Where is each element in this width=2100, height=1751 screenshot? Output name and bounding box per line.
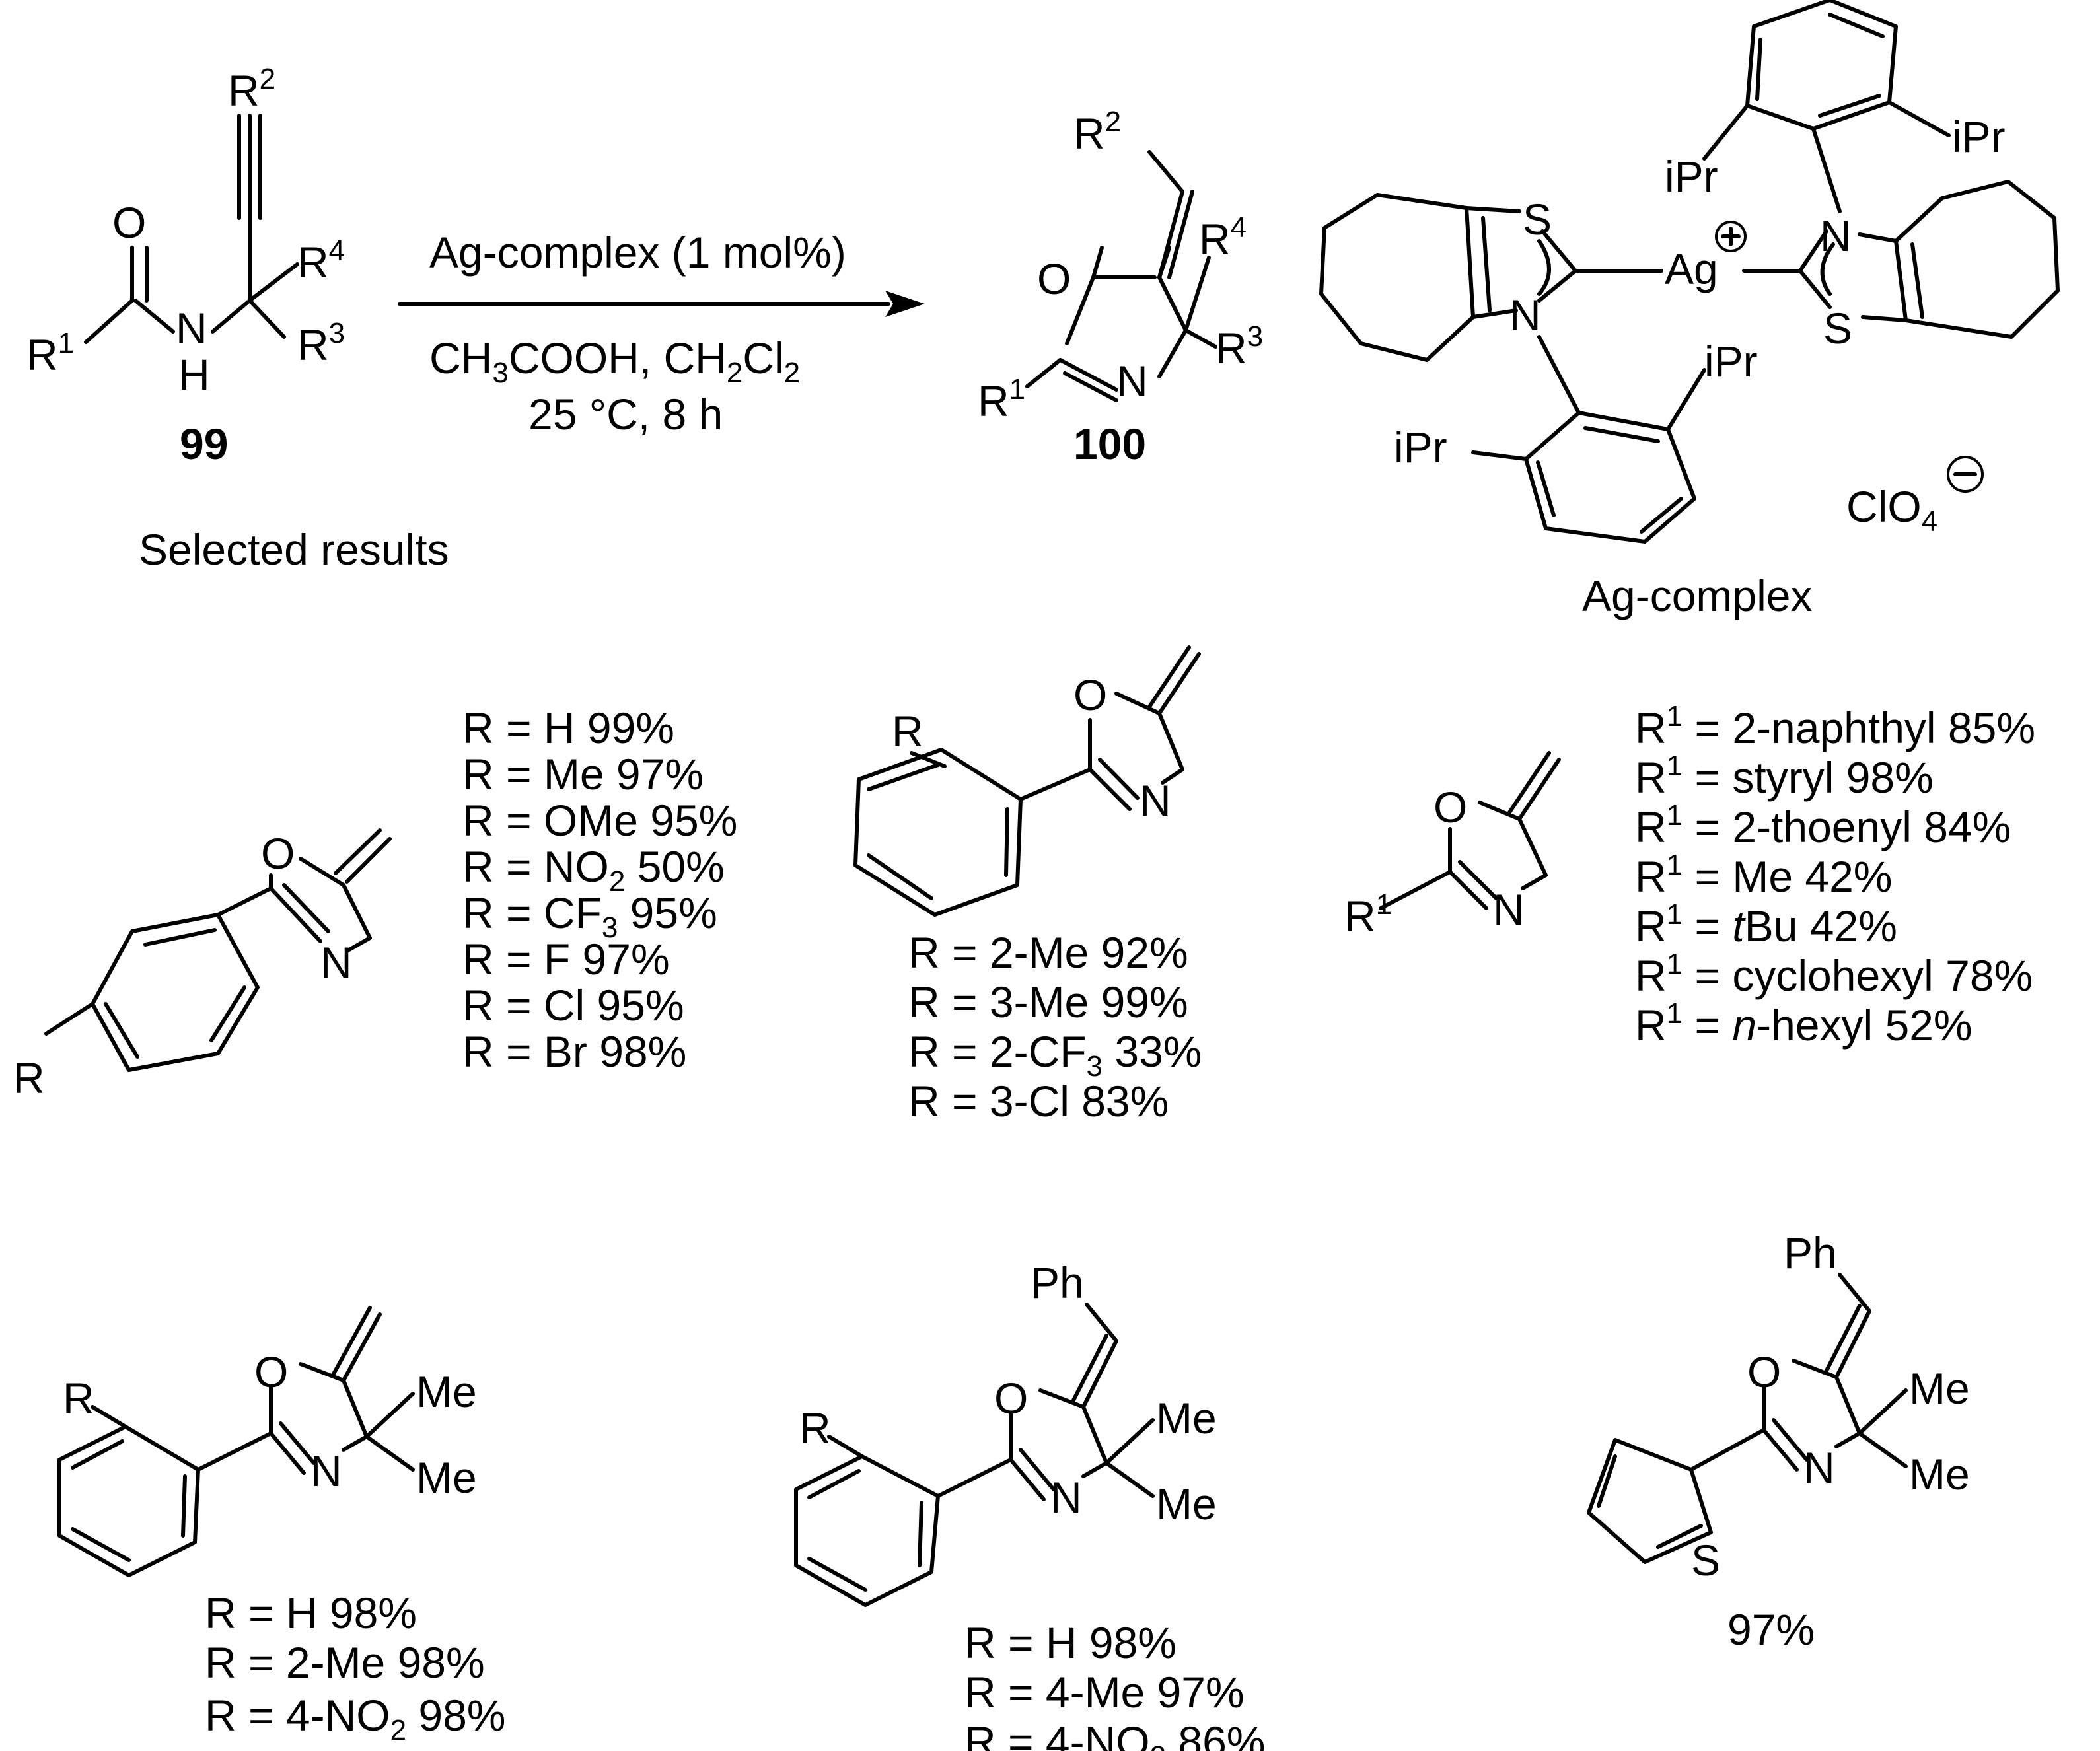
selected-results-label: Selected results	[139, 525, 449, 574]
ag-complex-structure: S N Ag N S iPr iPr	[1319, 0, 2060, 620]
r-label: R	[799, 1404, 831, 1452]
r1-label: R1	[1344, 888, 1392, 941]
result-6-yield: 97%	[1727, 1605, 1815, 1654]
result-3-cyclohexyl: R1 = cyclohexyl 78%	[1635, 948, 2033, 1000]
r4-label: R4	[297, 234, 345, 287]
reaction-arrow	[398, 291, 925, 317]
starting-material-99: O N H R1 R2 R3 R4 99 Selected results	[26, 63, 449, 574]
result-2-r-3me: R = 3-Me 99%	[908, 978, 1188, 1026]
result-1-r-cf3: R = CF3 95%	[462, 888, 717, 944]
nitrogen-label: N	[1050, 1473, 1082, 1522]
nitrogen-label: N	[176, 304, 207, 353]
nitrogen-label: N	[1820, 211, 1852, 260]
result-structure-1: R O N	[13, 828, 392, 1102]
r2-label: R2	[1073, 106, 1121, 158]
anion-charge-icon	[1947, 456, 1984, 493]
nitrogen-label: N	[1803, 1443, 1835, 1492]
result-1-r-me: R = Me 97%	[462, 750, 704, 799]
r1-label: R1	[978, 373, 1025, 425]
methyl-label: Me	[416, 1453, 477, 1502]
phenyl-label: Ph	[1031, 1258, 1084, 1307]
hydrogen-label: H	[178, 350, 210, 399]
oxygen-label: O	[1073, 670, 1107, 719]
nitrogen-label: N	[320, 938, 352, 987]
compound-label-100: 100	[1073, 419, 1146, 468]
oxygen-label: O	[254, 1347, 288, 1396]
result-structure-4: R O N Me Me	[57, 1306, 477, 1577]
methyl-label: Me	[1156, 1480, 1217, 1528]
oxygen-label: O	[261, 829, 295, 878]
result-3-styryl: R1 = styryl 98%	[1635, 750, 1934, 802]
result-1-r-no2: R = NO2 50%	[462, 842, 725, 898]
oxygen-label: O	[1747, 1347, 1781, 1396]
result-1-r-cl: R = Cl 95%	[462, 981, 684, 1030]
nitrogen-label: N	[1493, 885, 1525, 934]
ipr-label: iPr	[1952, 112, 2006, 161]
ipr-label: iPr	[1394, 423, 1447, 472]
oxygen-label: O	[1037, 254, 1071, 303]
result-3-tbu: R1 = tBu 42%	[1635, 898, 1897, 950]
reagent-label: Ag-complex (1 mol%)	[429, 228, 846, 277]
phenyl-label: Ph	[1784, 1229, 1837, 1277]
ipr-label: iPr	[1704, 337, 1758, 386]
methyl-label: Me	[1909, 1364, 1970, 1413]
r-label: R	[892, 707, 923, 756]
sulfur-label: S	[1823, 304, 1852, 353]
result-1-r-ome: R = OMe 95%	[462, 796, 737, 845]
sulfur-label: S	[1523, 195, 1552, 244]
r3-label: R3	[297, 317, 345, 369]
oxygen-label: O	[1433, 783, 1467, 832]
perchlorate-label: ClO4	[1846, 482, 1937, 538]
compound-label-99: 99	[180, 419, 228, 468]
ipr-label: iPr	[1665, 152, 1718, 201]
r3-label: R3	[1215, 320, 1263, 373]
result-3-thoenyl: R1 = 2-thoenyl 84%	[1635, 799, 2011, 851]
r4-label: R4	[1199, 211, 1247, 264]
product-100: O N R1 R2 R3 R4 100	[978, 106, 1263, 468]
r1-label: R1	[26, 327, 74, 379]
result-structure-6: S O N Me Me Ph	[1587, 1229, 1970, 1585]
silver-label: Ag	[1665, 244, 1718, 293]
result-structure-3: O N R1	[1344, 751, 1561, 941]
result-3-hexyl: R1 = n-hexyl 52%	[1635, 997, 1973, 1050]
temperature-time-label: 25 °C, 8 h	[528, 390, 723, 439]
r-label: R	[13, 1054, 45, 1102]
nitrogen-label: N	[310, 1447, 342, 1495]
nitrogen-label: N	[1116, 357, 1148, 406]
cation-charge-icon	[1715, 221, 1747, 252]
result-2-r-3cl: R = 3-Cl 83%	[908, 1077, 1169, 1126]
result-4-r-4no2: R = 4-NO2 98%	[205, 1691, 506, 1746]
result-3-me: R1 = Me 42%	[1635, 849, 1893, 901]
r-label: R	[63, 1374, 94, 1423]
result-structure-5: R O N Me Me Ph	[794, 1258, 1217, 1607]
r2-label: R2	[228, 63, 275, 115]
methyl-label: Me	[1909, 1450, 1970, 1499]
catalyst-name-label: Ag-complex	[1582, 571, 1812, 620]
result-1-r-h: R = H 99%	[462, 703, 674, 752]
result-structure-2: R O N	[853, 645, 1201, 917]
result-2-r-2cf3: R = 2-CF3 33%	[908, 1027, 1202, 1083]
solvent-label: CH3COOH, CH2Cl2	[429, 334, 800, 389]
result-5-r-h: R = H 98%	[964, 1618, 1177, 1667]
result-1-r-f: R = F 97%	[462, 935, 670, 983]
oxygen-label: O	[112, 198, 146, 247]
sulfur-label: S	[1691, 1536, 1720, 1585]
methyl-label: Me	[1156, 1394, 1217, 1443]
result-2-r-2me: R = 2-Me 92%	[908, 928, 1188, 977]
result-1-r-br: R = Br 98%	[462, 1027, 686, 1076]
result-4-r-h: R = H 98%	[205, 1589, 417, 1637]
result-3-naphthyl: R1 = 2-naphthyl 85%	[1635, 700, 2035, 752]
result-5-r-4me: R = 4-Me 97%	[964, 1668, 1245, 1717]
result-5-r-4no2: R = 4-NO2 86%	[964, 1717, 1266, 1751]
nitrogen-label: N	[1509, 291, 1541, 339]
nitrogen-label: N	[1140, 776, 1171, 825]
methyl-label: Me	[416, 1367, 477, 1416]
result-4-r-2me: R = 2-Me 98%	[205, 1638, 485, 1687]
oxygen-label: O	[994, 1374, 1028, 1423]
